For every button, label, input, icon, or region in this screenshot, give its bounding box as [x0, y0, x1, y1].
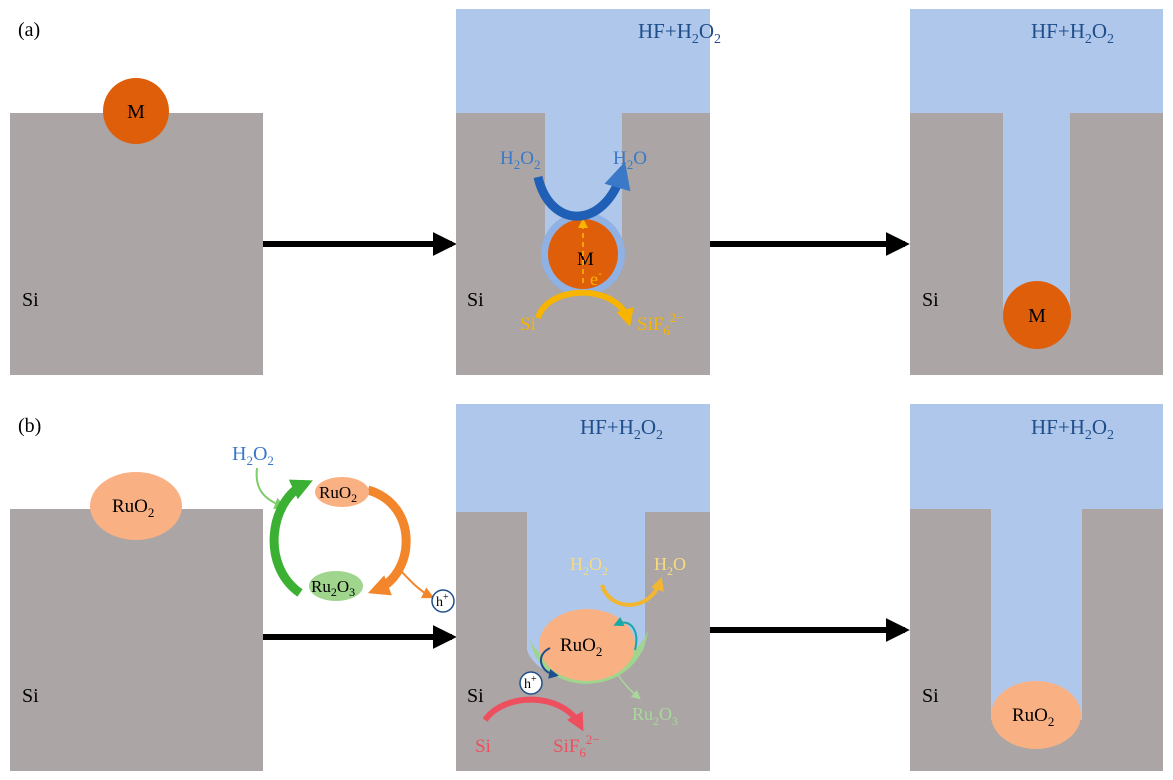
si-left-wall — [910, 509, 991, 771]
si-right-wall — [622, 113, 710, 375]
si-label: Si — [22, 289, 39, 311]
ruo2-particle — [90, 472, 182, 540]
panel-b-step2: RuO2 HF+H2O2 H2O2 H2O h+ Ru2O3 Si SiF62−… — [456, 404, 710, 771]
regeneration-arrow — [613, 616, 638, 651]
panel-a-step1: M Si — [10, 78, 263, 375]
si-reactant-label: Si — [520, 314, 536, 335]
solution-label: HF+H2O2 — [1031, 19, 1114, 47]
hole-injection-arrow — [540, 647, 559, 679]
metal-particle — [1003, 281, 1071, 349]
reduction-arrow — [366, 485, 411, 596]
si-label: Si — [922, 289, 939, 311]
si-right-wall — [645, 512, 710, 771]
cycle-ruo2 — [315, 477, 369, 507]
panel-a-step3: M HF+H2O2 Si — [910, 9, 1163, 375]
cycle-ru2o3-label: Ru2O3 — [311, 577, 355, 599]
si-right-wall — [1082, 509, 1163, 771]
hole-icon — [431, 589, 455, 613]
si-left-wall — [456, 512, 527, 771]
solution-label: HF+H2O2 — [638, 19, 721, 47]
hole-icon — [519, 671, 543, 695]
ruo2-label: RuO2 — [1012, 705, 1054, 729]
ruo2-particle — [991, 681, 1081, 749]
cycle-ru2o3 — [309, 571, 363, 601]
panel-b-label: (b) — [18, 415, 41, 437]
si-substrate — [10, 509, 263, 771]
si-label: Si — [467, 289, 484, 311]
metal-particle — [103, 78, 169, 144]
si-left-wall — [910, 113, 1003, 375]
si-reactant-label: Si — [475, 736, 491, 757]
ruo2-particle — [539, 609, 635, 681]
oxidant-input-arrow — [255, 467, 287, 510]
si-left-wall — [456, 113, 545, 375]
cycle-oxidant-label: H2O2 — [232, 443, 274, 468]
si-label: Si — [922, 685, 939, 707]
reduction-arrow — [533, 161, 631, 221]
panel-a-label: (a) — [18, 19, 40, 41]
solution-label: HF+H2O2 — [580, 415, 663, 443]
panel-b-step1: RuO2 Si — [10, 472, 263, 771]
si-oxidation-arrow — [535, 289, 634, 327]
solution-label: HF+H2O2 — [1031, 415, 1114, 443]
si-substrate — [10, 113, 263, 375]
ru2o3-pointer — [617, 674, 641, 700]
si-label: Si — [22, 685, 39, 707]
metal-label: M — [577, 249, 594, 270]
hole-output-arrow — [395, 565, 435, 599]
si-product-label: SiF62− — [637, 310, 684, 338]
metal-label: M — [127, 101, 145, 123]
panel-a-step2: HF+H2O2 M e- H2O2 H2O Si SiF62− Si — [456, 9, 721, 375]
redox-cycle: H2O2 RuO2 Ru2O3 h+ — [232, 443, 455, 613]
cycle-ruo2-label: RuO2 — [319, 483, 357, 505]
si-right-wall — [1070, 113, 1163, 375]
oxidant-label: H2O2 — [500, 148, 540, 172]
si-label: Si — [467, 685, 484, 707]
reduction-arrow — [600, 576, 664, 607]
ruo2-label: RuO2 — [112, 496, 154, 520]
panel-b-step3: RuO2 HF+H2O2 Si — [910, 404, 1163, 771]
oxidation-arrow — [269, 479, 313, 597]
ruo2-label: RuO2 — [560, 635, 602, 659]
si-oxidation-arrow — [482, 696, 584, 732]
metal-label: M — [1028, 305, 1046, 327]
